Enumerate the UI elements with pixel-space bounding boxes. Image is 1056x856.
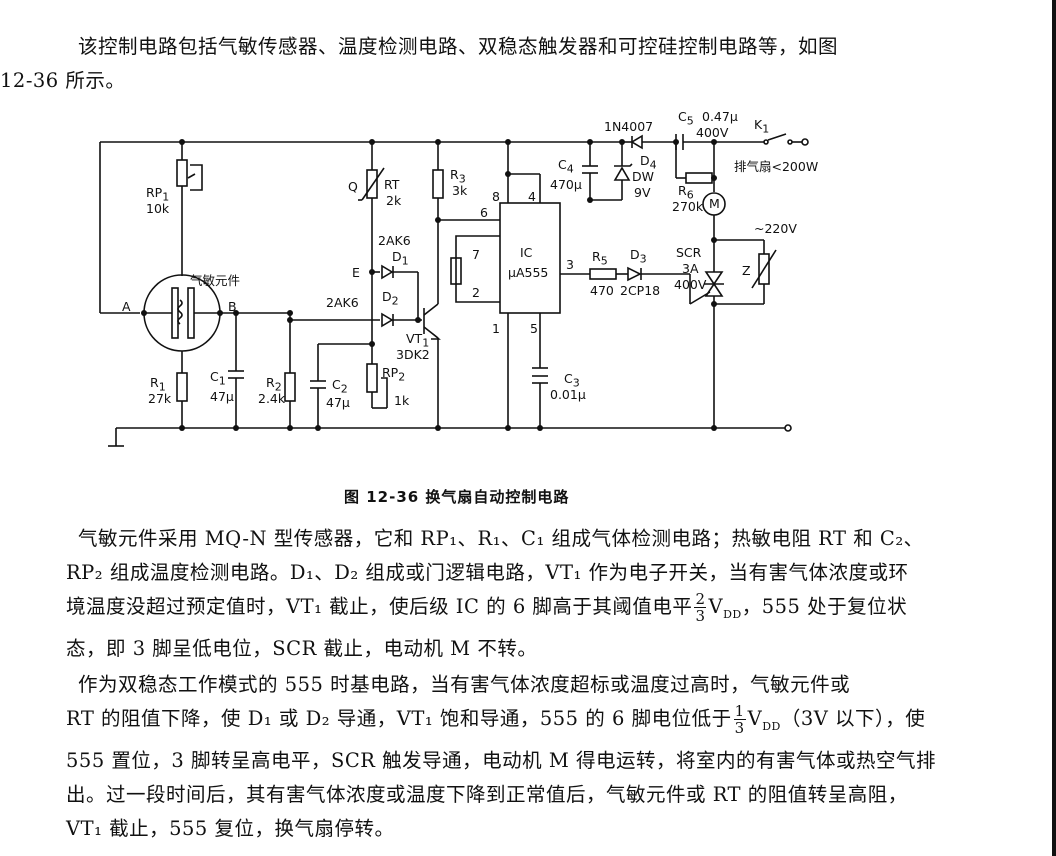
label-d2: D2 xyxy=(382,289,399,308)
label-r3-value: 3k xyxy=(452,183,468,198)
label-d3: D3 xyxy=(630,247,647,266)
label-r1: R1 xyxy=(150,375,166,394)
label-pin6: 6 xyxy=(480,205,488,220)
label-pin-a: A xyxy=(122,299,131,314)
label-r2-value: 2.4k xyxy=(258,391,286,406)
label-fan: 排气扇<200W xyxy=(734,159,819,174)
label-r5-value: 470 xyxy=(590,283,614,298)
label-c5-voltage: 400V xyxy=(696,125,729,140)
label-r1-value: 27k xyxy=(148,391,172,406)
label-d4-value: 9V xyxy=(634,185,651,200)
label-c3: C3 xyxy=(564,371,580,390)
p2-line-4: 出。过一段时间后，其有害气体浓度或温度下降到正常值后，气敏元件或 RT 的阻值转… xyxy=(66,782,908,806)
label-c1-value: 47μ xyxy=(210,389,234,404)
label-k1: K1 xyxy=(754,117,770,136)
label-pin8: 8 xyxy=(492,189,500,204)
label-c4: C4 xyxy=(558,157,574,176)
label-scr: SCR xyxy=(676,245,702,260)
paragraph-1: 气敏元件采用 MQ-N 型传感器，它和 RP₁、R₁、C₁ 组成气体检测电路；热… xyxy=(66,522,1028,666)
paragraph-2: 作为双稳态工作模式的 555 时基电路，当有害气体浓度超标或温度过高时，气敏元件… xyxy=(66,668,1028,846)
label-pin2: 2 xyxy=(472,285,480,300)
figure-caption: 图 12-36 换气扇自动控制电路 xyxy=(344,488,570,506)
label-pin1: 1 xyxy=(492,321,500,336)
label-c3-value: 0.01μ xyxy=(550,387,586,402)
label-pin3: 3 xyxy=(566,257,574,272)
p1-line-2: RP₂ 组成温度检测电路。D₁、D₂ 组成或门逻辑电路，VT₁ 作为电子开关，当… xyxy=(66,561,909,584)
label-r6-value: 270k xyxy=(672,199,704,214)
intro-paragraph: 该控制电路包括气敏传感器、温度检测电路、双稳态触发器和可控硅控制电路等，如图 1… xyxy=(0,30,1028,98)
label-pin7: 7 xyxy=(472,247,480,262)
label-scr-voltage: 400V xyxy=(674,277,707,292)
label-scr-current: 3A xyxy=(682,261,699,276)
label-rt: RT xyxy=(384,177,400,192)
label-rp1-value: 10k xyxy=(146,201,170,216)
intro-line-2-text: 12-36 所示。 xyxy=(0,69,126,92)
label-d3-value: 2CP18 xyxy=(620,283,661,298)
label-rp2: RP2 xyxy=(382,365,406,384)
label-d1-type: 2AK6 xyxy=(378,233,411,248)
p2-line-3: 555 置位，3 脚转呈高电平，SCR 触发导通，电动机 M 得电运转，将室内的… xyxy=(66,748,937,772)
circuit-wiring xyxy=(99,133,809,447)
label-z: Z xyxy=(742,263,751,278)
motor-label: M xyxy=(709,196,720,211)
label-c2: C2 xyxy=(332,377,348,396)
label-vt1-value: 3DK2 xyxy=(396,347,430,362)
label-c5: C5 xyxy=(678,109,694,128)
p2-line-1: 作为双稳态工作模式的 555 时基电路，当有害气体浓度超标或温度过高时，气敏元件… xyxy=(78,673,851,696)
label-ac-voltage: ~220V xyxy=(754,221,797,236)
label-r5: R5 xyxy=(592,249,608,268)
p2-line-2: RT 的阻值下降，使 D₁ 或 D₂ 导通，VT₁ 饱和导通，555 的 6 脚… xyxy=(66,702,926,737)
label-d1: D1 xyxy=(392,249,409,268)
label-gas-sensor: 气敏元件 xyxy=(190,273,241,288)
label-r6: R6 xyxy=(678,183,694,202)
label-rp1: RP1 xyxy=(146,185,170,204)
label-r3: R3 xyxy=(450,167,466,186)
circuit-diagram: RP1 10k 气敏元件 A B R1 27k C1 47μ R2 2.4k C… xyxy=(99,108,820,458)
p1-line-4: 态，即 3 脚呈低电位，SCR 截止，电动机 M 不转。 xyxy=(66,636,538,660)
label-c2-value: 47μ xyxy=(326,395,350,410)
label-ic: IC xyxy=(520,245,533,260)
label-pin-b: B xyxy=(228,299,237,314)
label-d4-type: DW xyxy=(632,169,654,184)
intro-line-1: 该控制电路包括气敏传感器、温度检测电路、双稳态触发器和可控硅控制电路等，如图 xyxy=(78,35,839,58)
label-c5-value: 0.47μ xyxy=(702,109,738,124)
label-d4: D4 xyxy=(640,153,657,172)
page-edge xyxy=(1052,0,1056,856)
label-c4-value: 470μ xyxy=(550,177,582,192)
label-pin4: 4 xyxy=(528,189,536,204)
label-pin5: 5 xyxy=(530,321,538,336)
label-node-e: E xyxy=(352,265,360,280)
label-ic-model: μA555 xyxy=(508,265,549,280)
label-c1: C1 xyxy=(210,369,226,388)
intro-line-2: 12-36 所示。 xyxy=(0,64,950,98)
p2-line-5: VT₁ 截止，555 复位，换气扇停转。 xyxy=(66,816,395,840)
p1-line-1: 气敏元件采用 MQ-N 型传感器，它和 RP₁、R₁、C₁ 组成气体检测电路；热… xyxy=(78,527,924,550)
label-rt-q: Q xyxy=(348,179,358,194)
label-d2-type: 2AK6 xyxy=(326,295,359,310)
label-rp2-value: 1k xyxy=(394,393,410,408)
label-r2: R2 xyxy=(266,375,282,394)
label-rt-value: 2k xyxy=(386,193,402,208)
label-1n4007: 1N4007 xyxy=(604,119,654,134)
label-vt1: VT1 xyxy=(406,331,430,350)
